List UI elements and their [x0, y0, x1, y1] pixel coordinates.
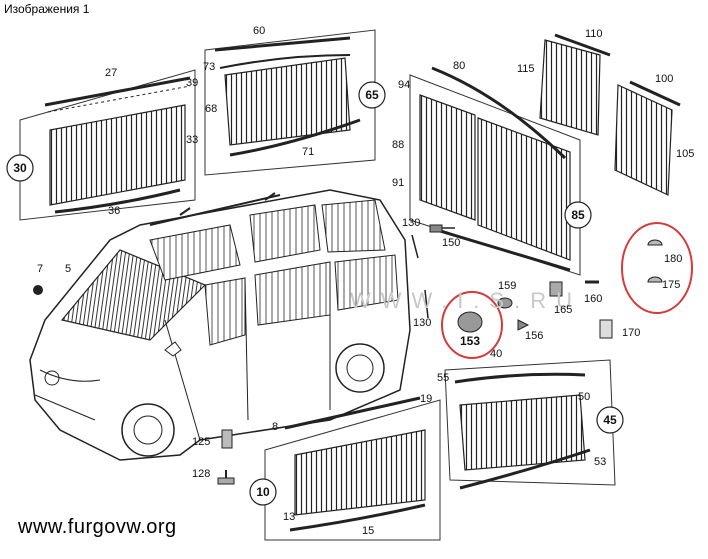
label-19: 19	[420, 393, 432, 405]
window-panel-65	[224, 57, 351, 146]
label-73: 73	[203, 61, 215, 73]
trim-strip-60	[214, 36, 351, 52]
highlight-circle-180-175	[621, 222, 693, 314]
panel-group-85	[409, 66, 581, 276]
label-105: 105	[676, 148, 694, 160]
label-128: 128	[192, 468, 210, 480]
label-100: 100	[655, 73, 673, 85]
trim-strip-110	[554, 33, 611, 57]
clip-part-180-icon	[647, 239, 663, 246]
label-180: 180	[664, 253, 682, 265]
label-130-bottom: 130	[413, 317, 431, 329]
label-115: 115	[517, 63, 535, 75]
trim-strip-100	[629, 80, 681, 107]
callout-65: 65	[365, 88, 379, 102]
label-40: 40	[490, 348, 502, 360]
trim-strip-8	[284, 396, 421, 430]
label-110: 110	[585, 28, 603, 40]
trim-strip-53	[459, 448, 591, 490]
clip-part-153-icon	[457, 311, 483, 333]
trim-strip-15	[289, 503, 426, 532]
label-159: 159	[498, 280, 516, 292]
panel-group-115	[539, 33, 681, 196]
label-156: 156	[525, 330, 543, 342]
label-33: 33	[186, 134, 198, 146]
panel-group-45	[444, 359, 616, 490]
label-15: 15	[362, 525, 374, 537]
panel-group-65	[204, 29, 376, 176]
label-153: 153	[460, 334, 480, 348]
label-91: 91	[392, 177, 404, 189]
trim-strip-36	[54, 188, 181, 214]
callout-10: 10	[256, 485, 270, 499]
label-39: 39	[186, 77, 198, 89]
label-170: 170	[622, 327, 640, 339]
panel-group-10	[264, 396, 441, 541]
highlight-circle-153	[441, 291, 503, 359]
rear-wheel-icon	[335, 343, 385, 393]
trim-strip-40	[454, 372, 586, 384]
callout-30: 30	[13, 161, 27, 175]
trim-strip-71	[229, 118, 361, 157]
label-60: 60	[253, 25, 265, 37]
label-55: 55	[437, 372, 449, 384]
label-125: 125	[192, 436, 210, 448]
callout-85: 85	[571, 208, 585, 222]
label-7: 7	[37, 263, 43, 275]
callout-45: 45	[603, 413, 617, 427]
van-illustration	[29, 189, 411, 461]
callout-circles: 30 65 85 45 10	[6, 81, 624, 506]
label-88: 88	[392, 139, 404, 151]
trim-strip-91	[429, 226, 571, 272]
watermark: WWW.I.S.RU	[350, 288, 582, 313]
label-80: 80	[453, 60, 465, 72]
label-53: 53	[594, 456, 606, 468]
label-50: 50	[578, 391, 590, 403]
front-wheel-icon	[121, 403, 175, 457]
label-13: 13	[283, 511, 295, 523]
label-71: 71	[302, 146, 314, 158]
label-150: 150	[442, 237, 460, 249]
star-emblem-icon	[44, 370, 60, 386]
label-27: 27	[105, 67, 117, 79]
trim-strip-80	[431, 66, 567, 160]
emblem-part-7-icon	[33, 285, 43, 295]
page-title: Изображения 1	[4, 2, 90, 16]
label-130-top: 130	[402, 217, 420, 229]
label-8: 8	[272, 421, 278, 433]
window-panel-30	[49, 104, 186, 206]
label-175: 175	[662, 279, 680, 291]
label-5: 5	[65, 263, 71, 275]
part-labels: 27 39 33 36 60 73 68 71 94 80 88 91 115 …	[37, 25, 694, 537]
clip-part-175-icon	[647, 276, 663, 283]
label-160: 160	[584, 293, 602, 305]
source-url: www.furgovw.org	[18, 516, 177, 538]
small-parts	[217, 224, 663, 485]
panel-group-30	[19, 69, 196, 221]
trim-strip-27	[44, 76, 191, 107]
label-68: 68	[205, 103, 217, 115]
label-36: 36	[108, 205, 120, 217]
label-94: 94	[398, 79, 410, 91]
label-165: 165	[554, 304, 572, 316]
